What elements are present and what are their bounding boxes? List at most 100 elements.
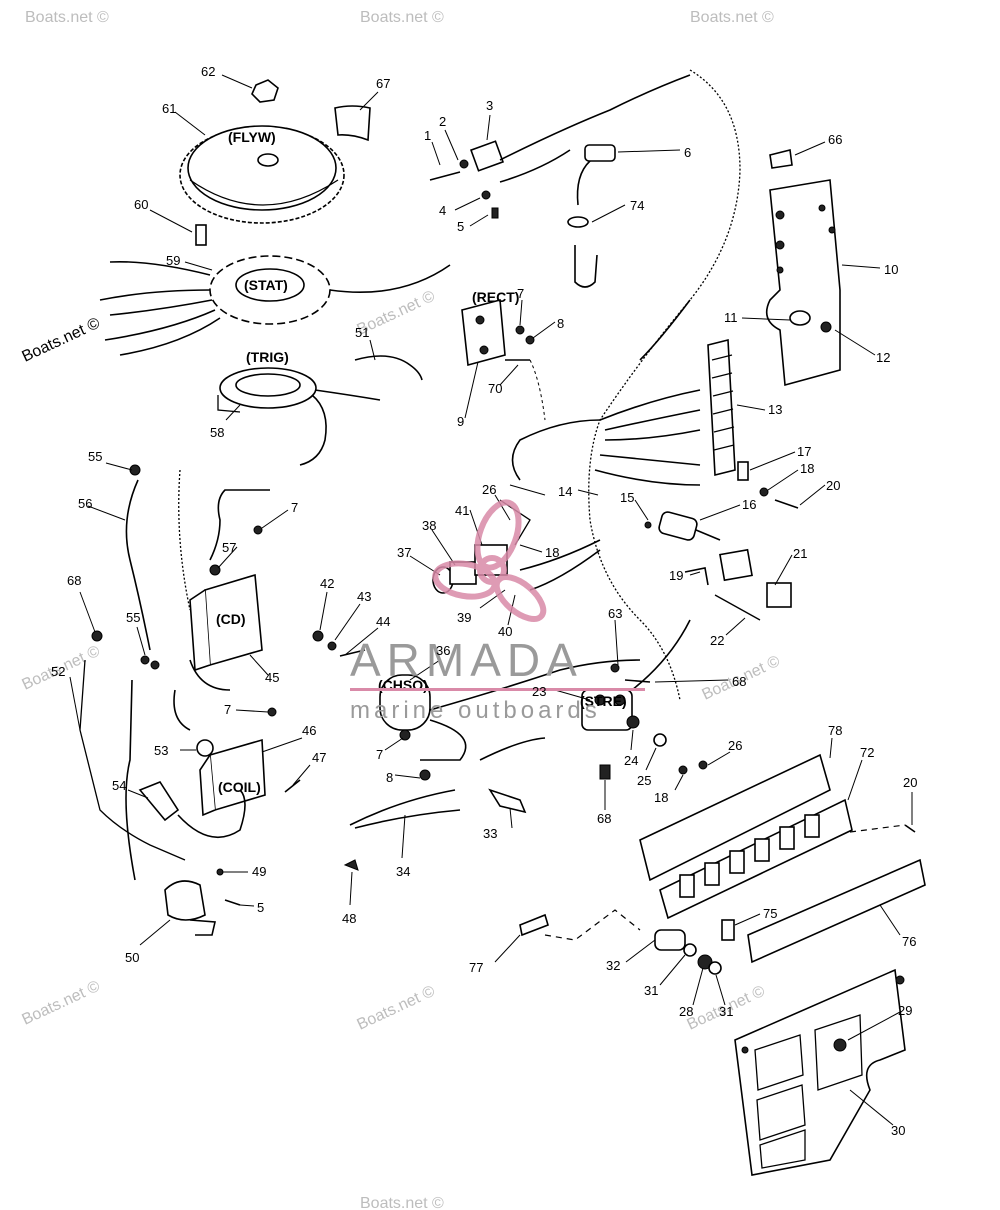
bracket-edge xyxy=(714,594,761,621)
ground-lead xyxy=(354,355,423,381)
brand-name: ARMADA xyxy=(350,634,583,686)
part-number: 57 xyxy=(222,540,236,555)
clamp xyxy=(567,216,589,228)
part-number: 17 xyxy=(797,444,811,459)
part-number-labels: 62 67 61 60 59 51 58 1 2 3 4 5 6 74 66 1… xyxy=(51,64,917,1138)
part-number: 14 xyxy=(558,484,572,499)
part-number: 77 xyxy=(469,960,483,975)
part-number: 41 xyxy=(455,503,469,518)
brand-subtitle: marine outboards xyxy=(350,697,601,724)
component-tag-cd: (CD) xyxy=(216,611,246,627)
part-number: 18 xyxy=(800,461,814,476)
component-tag-trig: (TRIG) xyxy=(246,349,289,365)
part-number: 7 xyxy=(376,747,383,762)
part-number: 38 xyxy=(422,518,436,533)
main-harness xyxy=(511,69,741,701)
terminal-strip xyxy=(707,338,736,477)
screw-head xyxy=(267,707,277,717)
watermark: Boats.net © xyxy=(360,1195,444,1210)
clamp xyxy=(789,310,811,326)
clip xyxy=(737,461,749,481)
brand-watermark: ARMADA marine outboards xyxy=(350,499,645,724)
nut xyxy=(140,655,150,665)
part-number: 74 xyxy=(630,198,644,213)
nut xyxy=(419,769,431,781)
wire xyxy=(499,74,691,161)
part-number: 21 xyxy=(793,546,807,561)
washer xyxy=(459,159,469,169)
label-strip xyxy=(639,753,831,882)
flywheel-nut xyxy=(251,79,279,103)
part-number: 76 xyxy=(902,934,916,949)
part-number: 7 xyxy=(224,702,231,717)
lead-wire xyxy=(349,789,456,826)
propeller-logo xyxy=(432,499,547,622)
watermark: Boats.net © xyxy=(25,9,109,26)
part-number: 16 xyxy=(742,497,756,512)
wire xyxy=(499,149,571,183)
washer xyxy=(644,521,652,529)
part-number: 19 xyxy=(669,568,683,583)
part-number: 10 xyxy=(884,262,898,277)
boot xyxy=(138,781,180,822)
key xyxy=(684,567,709,586)
mounting-bracket xyxy=(765,179,841,387)
screw xyxy=(339,649,366,657)
part-number: 3 xyxy=(486,98,493,113)
stator-bolt xyxy=(195,224,207,246)
screw xyxy=(904,824,916,833)
part-number: 13 xyxy=(768,402,782,417)
nut xyxy=(698,760,708,770)
part-number: 68 xyxy=(67,573,81,588)
part-number: 40 xyxy=(498,624,512,639)
leader-dashed xyxy=(544,909,641,941)
part-number: 54 xyxy=(112,778,126,793)
nut xyxy=(820,321,832,333)
clip xyxy=(769,149,793,169)
switch-nut-plate xyxy=(766,582,792,608)
clip xyxy=(721,919,735,941)
part-number: 42 xyxy=(320,576,334,591)
watermark: Boats.net © xyxy=(355,983,438,1034)
wire-loop xyxy=(574,245,598,288)
wire xyxy=(173,689,191,731)
part-number: 31 xyxy=(644,983,658,998)
part-number: 70 xyxy=(488,381,502,396)
component-tag-stat: (STAT) xyxy=(244,277,288,293)
part-number: 66 xyxy=(828,132,842,147)
part-number: 29 xyxy=(898,1003,912,1018)
part-number: 43 xyxy=(357,589,371,604)
part-number: 39 xyxy=(457,610,471,625)
part-number: 11 xyxy=(724,310,738,325)
watermark: Boats.net © xyxy=(690,9,774,26)
washer xyxy=(515,325,525,335)
cover-plate xyxy=(747,858,926,964)
trigger-part xyxy=(217,367,381,466)
part-number: 53 xyxy=(154,743,168,758)
nut xyxy=(327,641,337,651)
part-number: 46 xyxy=(302,723,316,738)
part-number: 28 xyxy=(679,1004,693,1019)
part-number: 6 xyxy=(684,145,691,160)
part-number: 20 xyxy=(903,775,917,790)
part-number: 24 xyxy=(624,753,638,768)
part-number: 62 xyxy=(201,64,215,79)
part-number: 1 xyxy=(424,128,431,143)
lead-wire xyxy=(125,479,151,651)
screw xyxy=(284,779,301,793)
part-number: 75 xyxy=(763,906,777,921)
part-number: 50 xyxy=(125,950,139,965)
grommet xyxy=(209,564,221,576)
leader-dashed xyxy=(849,824,906,833)
part-number: 52 xyxy=(51,664,65,679)
wire xyxy=(529,359,546,421)
washer xyxy=(653,733,667,747)
cd-module xyxy=(178,469,270,691)
part-number: 32 xyxy=(606,958,620,973)
part-number: 61 xyxy=(162,101,176,116)
part-number: 67 xyxy=(376,76,390,91)
electrical-plate xyxy=(734,968,906,1176)
part-number: 58 xyxy=(210,425,224,440)
part-number: 34 xyxy=(396,864,410,879)
part-number: 51 xyxy=(355,325,369,340)
